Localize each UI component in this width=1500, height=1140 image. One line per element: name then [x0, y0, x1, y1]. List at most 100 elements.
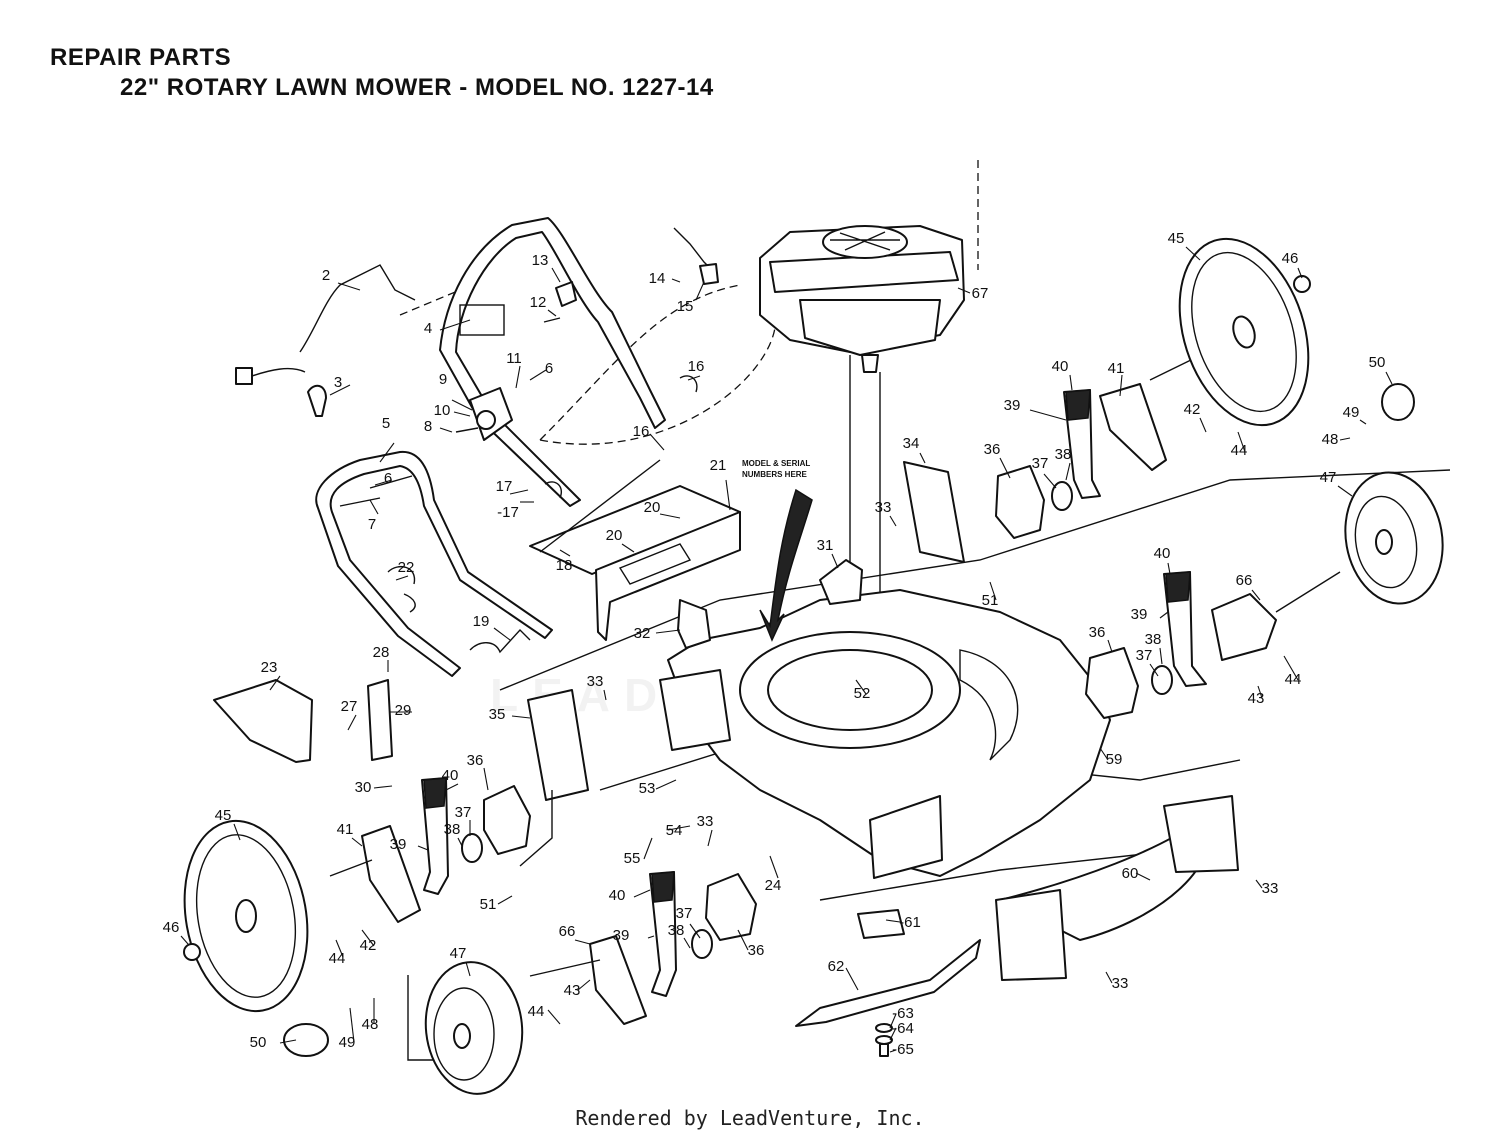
part-callout-16: 16	[633, 423, 650, 440]
callout-leader	[1105, 971, 1113, 984]
callout-leader	[439, 319, 471, 331]
callout-leader	[831, 553, 839, 569]
callout-leader	[655, 779, 677, 790]
callout-leader	[453, 411, 471, 417]
callout-leader	[1251, 589, 1261, 601]
callout-leader	[347, 714, 357, 731]
callout-leader	[1385, 371, 1393, 385]
callout-leader	[574, 939, 591, 945]
callout-leader	[989, 581, 997, 601]
part-callout-37: 37	[455, 804, 472, 821]
part-callout-39: 39	[1131, 606, 1148, 623]
part-callout-22: 22	[398, 559, 415, 576]
wheel-adjusters	[421, 389, 1207, 997]
part-callout-54: 54	[666, 822, 683, 839]
callout-leader	[659, 513, 681, 519]
part-callout-20: 20	[644, 499, 661, 516]
part-callout-39: 39	[1004, 397, 1021, 414]
part-callout-30: 30	[355, 779, 372, 796]
part-callout-66: 66	[559, 923, 576, 940]
rear-baffle-and-discharge	[213, 679, 1239, 981]
callout-leader	[180, 935, 189, 945]
callout-leader	[547, 309, 557, 317]
part-callout-60: 60	[1122, 865, 1139, 882]
part-callout-40: 40	[609, 887, 626, 904]
callout-leader	[361, 929, 375, 947]
callout-leader	[1199, 417, 1207, 433]
callout-leader	[769, 855, 779, 879]
part-callout-45: 45	[1168, 230, 1185, 247]
part-callout-33: 33	[1112, 975, 1129, 992]
callout-leader	[349, 1007, 355, 1043]
part-callout-8: 8	[424, 418, 432, 435]
height-adjust-plates	[367, 461, 965, 867]
callout-leader	[1135, 872, 1151, 881]
callout-leader	[511, 715, 531, 719]
callout-leader	[1359, 419, 1367, 425]
callout-leader	[695, 281, 705, 301]
part-callout-45: 45	[215, 807, 232, 824]
callout-leader	[855, 679, 867, 695]
part-callout-16: 16	[688, 358, 705, 375]
part-callout-6: 6	[545, 360, 553, 377]
part-callout-42: 42	[360, 937, 377, 954]
part-callout-43: 43	[564, 982, 581, 999]
callout-leader	[1257, 685, 1263, 699]
part-callout-40: 40	[1154, 545, 1171, 562]
callout-leader	[465, 961, 471, 977]
part-callout-14: 14	[649, 270, 666, 287]
part-callout-21: 21	[710, 457, 727, 474]
part-callout-41: 41	[1108, 360, 1125, 377]
part-callout-53: 53	[639, 780, 656, 797]
callout-leader	[647, 935, 655, 939]
callout-leader	[337, 282, 361, 291]
part-callout-23: 23	[261, 659, 278, 676]
part-callout-5: 5	[382, 415, 390, 432]
part-callout-66: 66	[1236, 572, 1253, 589]
part-callout-46: 46	[1282, 250, 1299, 267]
part-callout-47: 47	[450, 945, 467, 962]
part-callout-39: 39	[613, 927, 630, 944]
part-callout-17: 17	[496, 478, 513, 495]
callout-leader	[889, 1049, 897, 1053]
rear-hinge-bracket	[529, 459, 741, 641]
callout-leader	[379, 442, 395, 463]
callout-leader	[279, 1039, 297, 1044]
callout-leader	[603, 689, 607, 701]
callout-leader	[457, 837, 463, 847]
part-callout-48: 48	[1322, 431, 1339, 448]
callout-leader	[725, 479, 731, 511]
part-callout-15: 15	[677, 298, 694, 315]
callout-leader	[671, 278, 681, 283]
wheels	[183, 237, 1444, 1095]
callout-leader	[493, 627, 511, 641]
page-title-line1: REPAIR PARTS	[50, 44, 232, 71]
callout-leader	[1043, 473, 1057, 489]
callout-leader	[999, 457, 1011, 479]
part-callout-40: 40	[1052, 358, 1069, 375]
part-callout-61: -61	[899, 914, 921, 931]
part-callout-2: 2	[322, 267, 330, 284]
part-callout-37: 37	[1032, 455, 1049, 472]
callout-leader	[1283, 655, 1299, 681]
part-callout-40: 40	[442, 767, 459, 784]
part-callout-28: 28	[373, 644, 390, 661]
callout-leader	[1167, 562, 1171, 575]
callout-leader	[1237, 431, 1246, 453]
part-callout-20: 20	[606, 527, 623, 544]
part-callout-44: 44	[528, 1003, 545, 1020]
part-callout-65: -65	[892, 1041, 914, 1058]
callout-leader	[559, 549, 571, 557]
part-callout-24: 24	[765, 877, 782, 894]
part-callout-67: 67	[972, 285, 989, 302]
callout-leader	[529, 369, 547, 381]
part-callout-49: 49	[1343, 404, 1360, 421]
part-callout-50: 50	[1369, 354, 1386, 371]
blade-assembly	[795, 909, 981, 1057]
part-callout-31: 31	[817, 537, 834, 554]
part-callout-51: 51	[480, 896, 497, 913]
callout-leader	[1159, 647, 1163, 665]
callout-leader	[445, 783, 459, 791]
part-callout-38: 38	[1145, 631, 1162, 648]
engine	[759, 225, 965, 700]
